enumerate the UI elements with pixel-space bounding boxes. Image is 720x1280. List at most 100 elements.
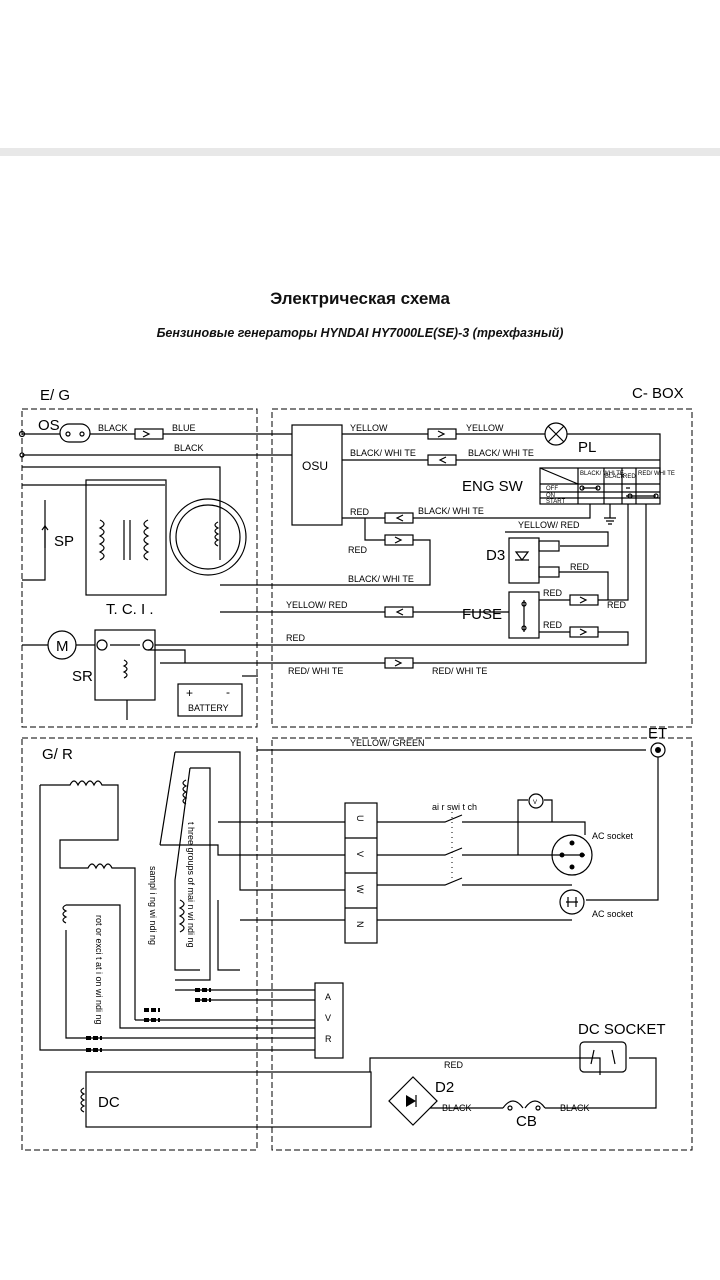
winding-wire-b	[159, 751, 345, 971]
dc-socket-label: DC SOCKET	[578, 1021, 666, 1038]
switch-row: OFF	[546, 486, 558, 492]
osu-box	[291, 424, 343, 526]
d3-red-wire	[559, 571, 609, 600]
dc-winding-coil	[80, 1087, 86, 1113]
et-label: ET	[648, 725, 667, 742]
battery-minus: -	[226, 685, 230, 699]
connector	[538, 566, 560, 578]
oil-sensor-icon	[59, 423, 91, 443]
core-icon	[123, 520, 131, 560]
top-divider-bar	[0, 148, 720, 156]
sampling-winding-label: sampl i ng wi ndi ng	[148, 866, 158, 945]
circuit-breaker-icon	[502, 1100, 546, 1109]
connector-arrow	[394, 659, 403, 667]
ac-output-wires	[377, 814, 586, 921]
sr-label: SR	[72, 668, 93, 685]
avr-label-r: R	[325, 1034, 332, 1044]
rotor-winding-coil	[62, 904, 121, 962]
terminal-v: V	[355, 851, 365, 857]
winding-wire-c	[175, 767, 211, 981]
avr-box	[314, 982, 344, 1059]
sr-coil	[122, 659, 128, 679]
connector	[384, 534, 414, 546]
connector	[134, 428, 164, 440]
main-winding-coil	[182, 779, 188, 805]
wire-label: RED	[607, 600, 627, 610]
diode-icon	[514, 551, 530, 561]
pl-wire	[567, 433, 661, 480]
socket-pin	[569, 840, 575, 846]
ac-socket-label-2: AC socket	[592, 909, 634, 919]
ac-socket-single-icon	[559, 889, 585, 915]
switch-dot	[627, 493, 633, 499]
coil-icon	[214, 521, 220, 547]
battery-plus: +	[186, 686, 193, 700]
eg-label: E/ G	[40, 387, 70, 404]
eng-sw-label: ENG SW	[462, 478, 524, 495]
wire-label: BLUE	[172, 423, 196, 433]
wire-label: BLACK	[442, 1103, 472, 1113]
cbox-label: C- BOX	[632, 385, 684, 402]
terminal-n: N	[355, 921, 365, 928]
winding-wire-a	[40, 780, 136, 1020]
plug-connectors	[86, 988, 211, 1052]
wire-label: BLACK/ WHI TE	[468, 448, 534, 458]
main-winding-label: t hree groups of mai n wi ndi ng	[186, 822, 196, 948]
connector	[569, 626, 599, 638]
switch-table	[539, 467, 661, 505]
dc-output-wires	[369, 1057, 657, 1109]
wire-label: RED	[543, 620, 563, 630]
switch-dot	[595, 485, 601, 491]
switch-header: RED	[623, 474, 636, 480]
earth-terminal-dot	[655, 747, 661, 753]
switch-header: BLACK	[605, 474, 625, 480]
socket-pin	[569, 864, 575, 870]
cbox-lower-box	[271, 737, 693, 1151]
switch-table-grid	[539, 467, 660, 504]
wire-label: RED	[543, 588, 563, 598]
red-loop-wire	[220, 518, 431, 586]
lamp-cross	[547, 425, 565, 443]
ground-icon	[604, 504, 616, 525]
os-label: OS	[38, 417, 60, 434]
flywheel-icon	[169, 498, 247, 576]
yellow-red-wire	[505, 531, 609, 547]
sr-box	[94, 629, 156, 701]
terminal-dividers	[345, 837, 377, 909]
coil-icon	[98, 519, 105, 561]
switch-row: ON	[546, 493, 555, 499]
cb-label: CB	[516, 1113, 537, 1130]
wire-label: RED	[350, 507, 370, 517]
socket-pin	[579, 852, 585, 858]
wire-label: RED	[570, 562, 590, 572]
connector	[569, 594, 599, 606]
d3-label: D3	[486, 547, 505, 564]
page-title: Электрическая схема	[270, 289, 450, 308]
red-wire	[342, 504, 591, 519]
wire-label: RED/ WHI TE	[288, 666, 343, 676]
avr-feed-wires	[39, 785, 315, 1051]
eg-section-box	[21, 408, 258, 728]
fuse-dot	[521, 625, 527, 631]
node-dot	[19, 452, 25, 458]
terminal-u: U	[355, 815, 365, 822]
connector	[384, 657, 414, 669]
connector	[384, 512, 414, 524]
switch-row: START	[546, 499, 565, 505]
wire-label: BLACK	[174, 443, 204, 453]
connector-arrow	[142, 430, 151, 438]
avr-label-a: A	[325, 992, 331, 1002]
switch-header: BLACK/ WHI TE	[580, 471, 624, 477]
d2-label: D2	[435, 1079, 454, 1096]
connector-arrow	[395, 514, 404, 522]
m-label: M	[56, 638, 69, 655]
wire-label: YELLOW	[350, 423, 388, 433]
wire-label: RED	[444, 1060, 464, 1070]
et-wire	[586, 757, 659, 901]
dc-label: DC	[98, 1094, 120, 1111]
rectifier-diode	[406, 1095, 416, 1107]
fuse-red-wire	[539, 504, 629, 601]
connector-arrow	[437, 430, 446, 438]
battery-icon	[177, 683, 243, 717]
wire-label: RED	[348, 545, 368, 555]
